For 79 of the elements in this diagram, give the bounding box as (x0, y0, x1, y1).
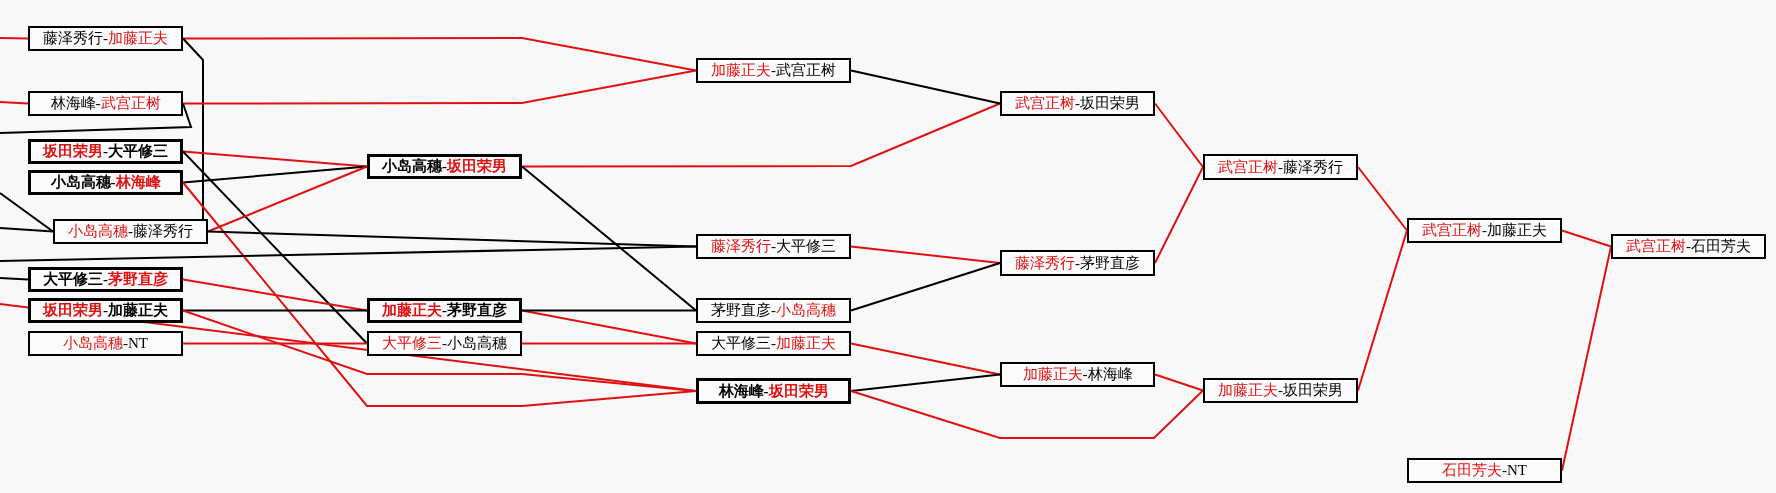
connector-line (1561, 229, 1612, 248)
match-label: 加藤正夫-林海峰 (1022, 366, 1133, 383)
connector-line (1357, 166, 1408, 232)
connector-line (182, 37, 697, 72)
connector-line (850, 342, 1001, 376)
match-box (28, 170, 183, 195)
match-label: 大平修三-加藤正夫 (711, 335, 836, 352)
match-box (1000, 362, 1155, 387)
connector-line (521, 309, 697, 312)
match-box (28, 139, 183, 164)
connector-line (0, 101, 29, 105)
match-box (1000, 91, 1155, 116)
match-label: 加藤正夫-武宫正树 (711, 62, 836, 79)
match-label: 坂田荣男-加藤正夫 (43, 302, 168, 319)
connector-line (850, 389, 1204, 439)
match-label: 小岛高穗-坂田荣男 (382, 158, 507, 175)
connector-line (0, 277, 29, 281)
match-label: 藤泽秀行-茅野直彦 (1015, 254, 1140, 272)
connector-line (0, 192, 54, 233)
match-label: 武宫正树-坂田荣男 (1015, 95, 1140, 112)
match-label: 坂田荣男-大平修三 (43, 143, 168, 160)
match-box (28, 91, 183, 116)
match-label: 武宫正树-石田芳夫 (1626, 238, 1751, 255)
connector-line (0, 37, 29, 40)
match-label: 藤泽秀行-大平修三 (711, 238, 836, 255)
match-box (1203, 378, 1358, 403)
match-label: 武宫正树-加藤正夫 (1422, 222, 1547, 239)
match-label: 大平修三-小岛高穗 (382, 335, 507, 352)
match-box (367, 154, 522, 179)
match-label: 林海峰-武宫正树 (50, 95, 161, 112)
match-box (1203, 154, 1358, 180)
match-label: 林海峰-坂田荣男 (718, 382, 829, 400)
match-label: 加藤正夫-坂田荣男 (1218, 382, 1343, 399)
connector-line (0, 245, 697, 262)
connector-line (521, 165, 697, 312)
match-box (696, 234, 851, 259)
match-box (28, 331, 183, 356)
match-box (28, 298, 183, 323)
match-box (1611, 234, 1766, 259)
connector-line (850, 69, 1001, 105)
connector-line (182, 69, 697, 105)
connector-line (850, 373, 1001, 392)
match-box (696, 331, 851, 356)
connector-line (182, 342, 368, 345)
connector-line (1154, 373, 1204, 392)
match-label: 武宫正树-藤泽秀行 (1218, 158, 1343, 176)
match-box (1000, 250, 1155, 276)
match-box (28, 267, 183, 292)
connector-line (182, 150, 368, 168)
match-label: 茅野直彦-小岛高穗 (711, 302, 836, 319)
match-label: 藤泽秀行-加藤正夫 (43, 30, 168, 47)
match-box (1407, 458, 1562, 483)
connector-line (207, 230, 697, 248)
match-box (696, 298, 851, 323)
match-label: 大平修三-茅野直彦 (43, 271, 168, 288)
connector-line (850, 262, 1001, 312)
match-box (28, 26, 183, 51)
match-box (696, 58, 851, 83)
connector-line (182, 37, 204, 220)
connector-line (182, 309, 697, 392)
match-box (367, 298, 522, 323)
connector-line (182, 278, 368, 312)
connector-line (0, 227, 54, 233)
match-label: 小岛高穗-林海峰 (50, 174, 161, 191)
match-box (696, 378, 851, 404)
match-label: 加藤正夫-茅野直彦 (382, 302, 507, 319)
connector-line (1154, 102, 1204, 168)
match-label: 石田芳夫-NT (1442, 462, 1527, 479)
connector-line (521, 342, 697, 345)
connector-line (850, 245, 1001, 264)
match-box (1407, 218, 1562, 243)
connector-line (207, 165, 368, 233)
match-box (367, 331, 522, 356)
connector-line (182, 150, 368, 345)
connector-line (1154, 166, 1204, 264)
match-label: 小岛高穗-NT (63, 335, 148, 352)
match-label: 小岛高穗-藤泽秀行 (68, 223, 193, 240)
connector-line (521, 102, 1001, 168)
match-box (53, 219, 208, 244)
